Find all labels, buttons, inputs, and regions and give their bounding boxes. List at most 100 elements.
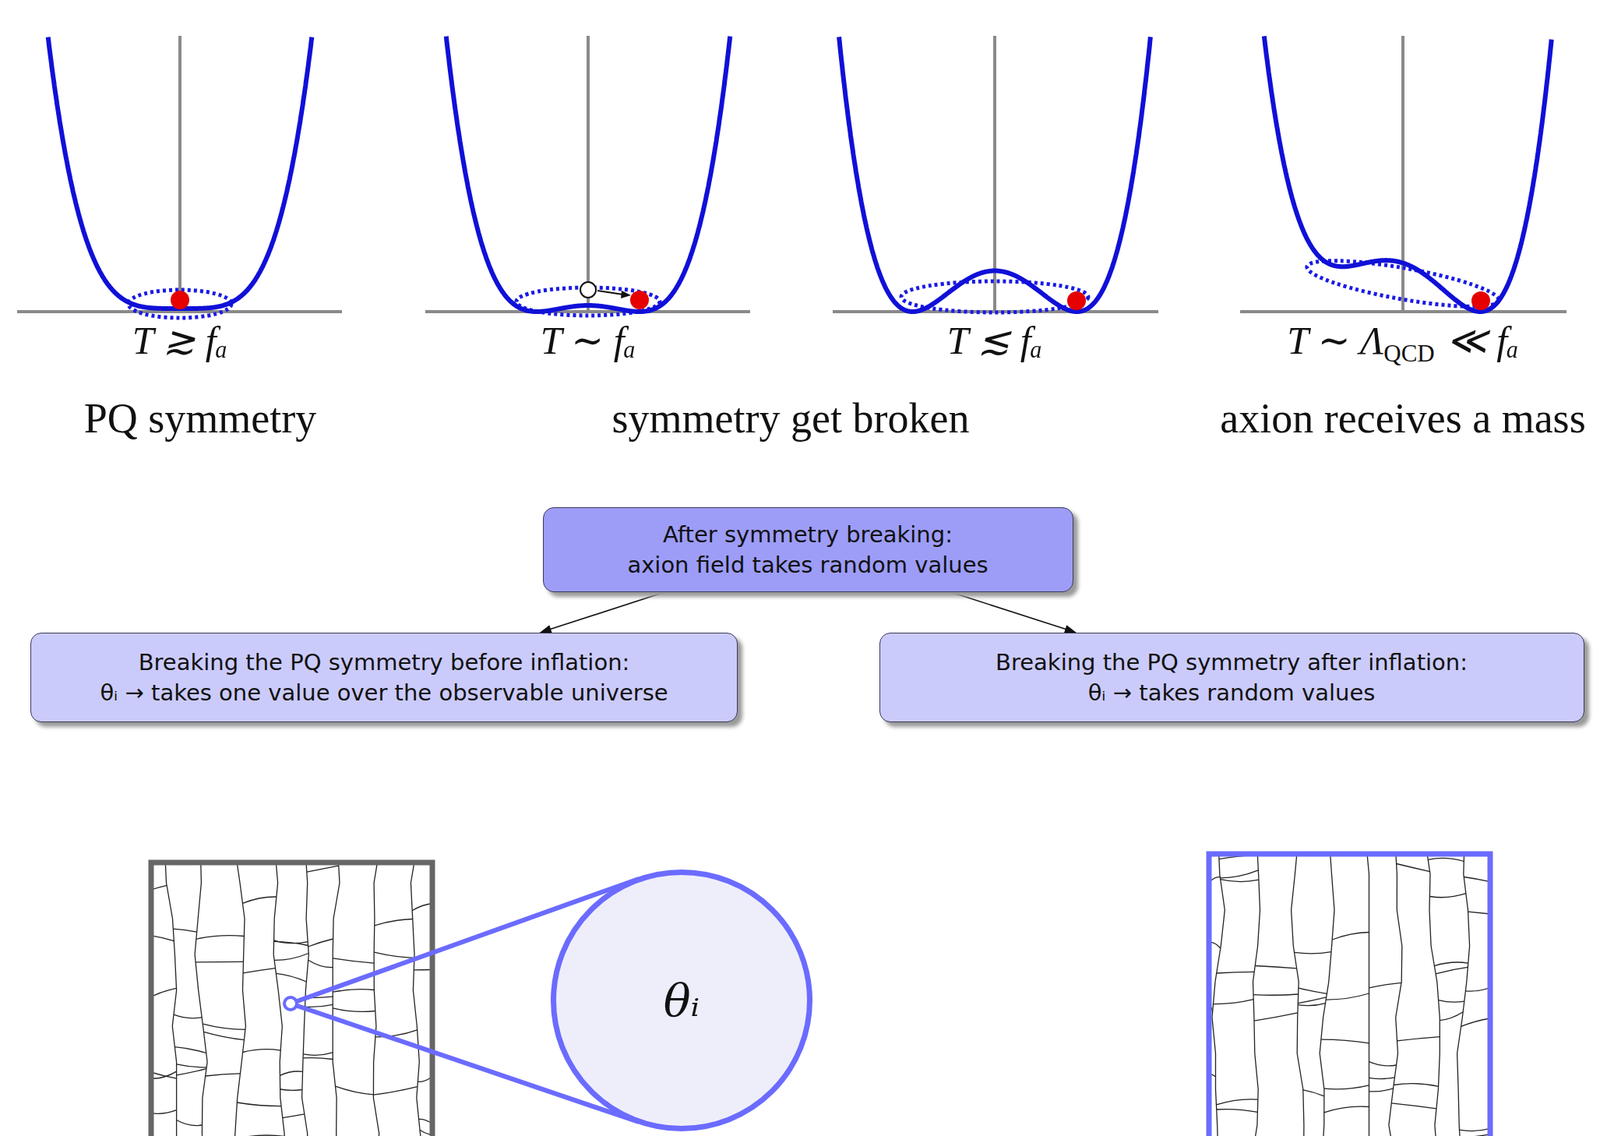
domain-wall [1369, 1077, 1396, 1079]
domain-wall [176, 1068, 207, 1075]
domain-wall [274, 940, 309, 945]
domain-wall [335, 1085, 374, 1095]
domain-wall [1439, 1011, 1463, 1021]
domain-wall [1391, 1103, 1437, 1109]
domain-wall [176, 1120, 203, 1126]
domain-wall [274, 953, 309, 961]
domain-wall [1254, 1012, 1298, 1021]
domain-wall [164, 862, 177, 1136]
domain-wall [1254, 965, 1297, 969]
domain-wall [1220, 879, 1259, 882]
dotted-rings [128, 251, 1502, 318]
domain-wall [1435, 966, 1468, 974]
domain-wall [172, 928, 197, 932]
domain-wall [374, 919, 413, 926]
domain-wall [275, 972, 307, 982]
connector-line [951, 592, 1068, 630]
temperature-label: T ∼ fₐ [540, 317, 636, 363]
domain-wall [306, 865, 339, 872]
domain-wall [303, 1057, 333, 1060]
zoom-point [284, 997, 297, 1010]
domain-wall [1465, 987, 1491, 992]
domain-wall [303, 1052, 333, 1055]
box-text: θᵢ → takes one value over the observable… [99, 677, 668, 708]
potential-curve [838, 36, 1151, 312]
domain-wall [236, 1102, 282, 1107]
domain-wall [1468, 911, 1491, 914]
zoom-circle: θᵢ [550, 869, 813, 1132]
process-box: Breaking the PQ symmetry before inflatio… [30, 632, 738, 723]
domain-wall [1212, 853, 1225, 1136]
domain-wall [1216, 1109, 1259, 1113]
domain-wall [195, 961, 244, 963]
box-text: After symmetry breaking: [662, 519, 953, 550]
rolling-marker [580, 281, 631, 299]
domain-wall [1294, 951, 1332, 954]
connector-line [548, 592, 665, 630]
domain-wall [373, 1086, 418, 1096]
domain-wall [273, 862, 285, 1136]
temperature-label: ≪ fₐ [1446, 318, 1519, 363]
universe-square [151, 862, 433, 1136]
domain-pattern [1208, 853, 1491, 1136]
domain-wall [332, 1007, 376, 1012]
domain-wall [1438, 1000, 1465, 1003]
domain-wall [1463, 877, 1491, 882]
domain-wall [242, 896, 277, 903]
domain-wall [1319, 853, 1335, 1136]
domain-wall [204, 1031, 245, 1040]
domain-wall [308, 938, 334, 947]
domain-wall [1459, 1134, 1491, 1136]
domain-wall [1388, 853, 1403, 1136]
stage-caption: symmetry get broken [612, 394, 970, 443]
temperature-label: T ∼ ΛQCD ≪ fₐ [1286, 317, 1519, 368]
domain-wall [308, 959, 334, 968]
domain-wall [1324, 1085, 1370, 1089]
domain-wall [373, 951, 415, 958]
domain-wall [1424, 853, 1440, 1136]
stage-caption: PQ symmetry [84, 394, 318, 443]
domain-wall [1297, 1003, 1326, 1006]
domain-wall [1427, 857, 1464, 861]
domain-wall [1369, 982, 1403, 988]
domain-wall [173, 1014, 202, 1019]
box-text: Breaking the PQ symmetry after inflation… [995, 647, 1468, 677]
temperature-label: T ∼ Λ [1286, 318, 1384, 363]
domain-wall [1215, 1099, 1258, 1105]
domain-wall [243, 1049, 282, 1053]
domain-wall [280, 1088, 303, 1090]
domain-wall [1393, 1083, 1439, 1087]
domain-wall [332, 862, 342, 1136]
subscript-label: QCD [1383, 339, 1435, 367]
potential-curve [1264, 35, 1552, 312]
box-text: θᵢ [663, 973, 701, 1027]
domain-wall [1297, 997, 1326, 1004]
domain-wall [1220, 870, 1259, 878]
domain-wall [332, 989, 374, 993]
domain-wall [1325, 993, 1369, 1000]
domain-wall [410, 862, 425, 1136]
process-box: After symmetry breaking:axion field take… [542, 507, 1074, 593]
temperature-label: T ≳ fₐ [132, 317, 228, 363]
domain-wall [1332, 932, 1369, 941]
domain-wall [282, 1113, 305, 1118]
domain-wall [413, 969, 433, 971]
domain-wall [1213, 999, 1255, 1005]
domain-wall [235, 1134, 286, 1136]
domain-wall [1324, 1106, 1370, 1113]
domain-wall [233, 862, 247, 1136]
domain-wall [305, 1004, 334, 1007]
potential-curve [48, 37, 313, 309]
temperature-label: T ≲ fₐ [947, 317, 1043, 363]
box-text: θᵢ → takes random values [1088, 677, 1376, 708]
box-text: Breaking the PQ symmetry before inflatio… [138, 647, 631, 677]
domain-wall [174, 1046, 206, 1054]
domain-pattern [151, 862, 433, 1136]
domain-wall [1461, 1018, 1491, 1026]
domain-wall [1369, 1061, 1397, 1066]
domain-wall [151, 1071, 177, 1079]
connector-arrow [539, 592, 665, 634]
domain-wall [279, 1071, 303, 1075]
domain-wall [243, 968, 275, 973]
